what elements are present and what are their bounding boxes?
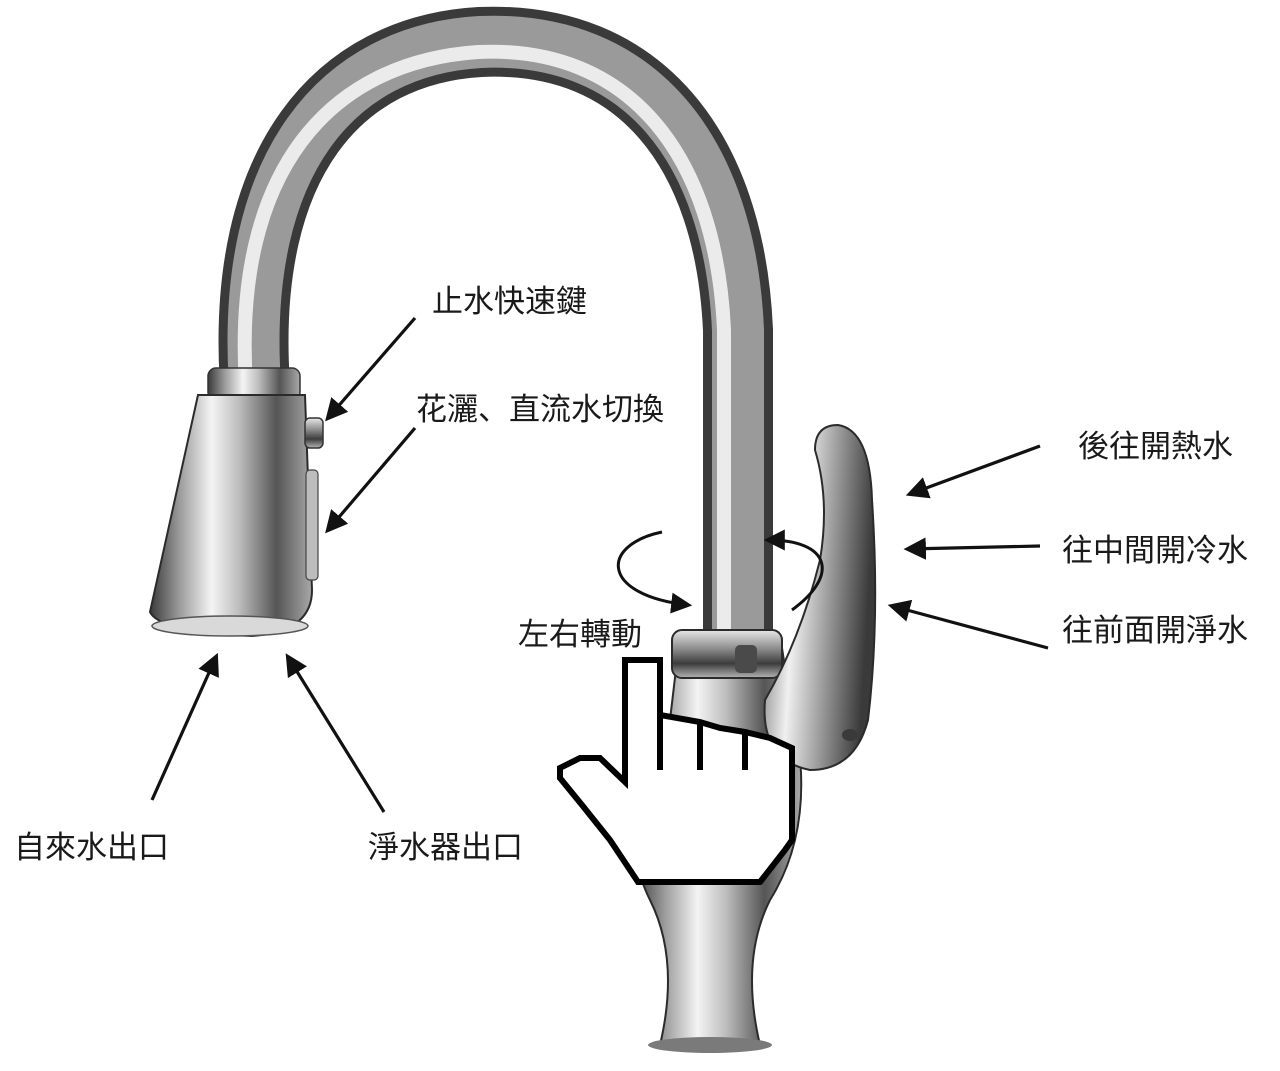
stop-button-part <box>304 417 324 449</box>
label-stop-button: 止水快速鍵 <box>432 284 587 320</box>
arrow-spray-switch <box>325 426 417 534</box>
label-rotate: 左右轉動 <box>518 617 642 653</box>
arrow-tap-outlet <box>150 652 219 801</box>
arrow-cold-water <box>903 537 1041 560</box>
callout-arrows <box>150 316 1049 813</box>
lever-handle <box>763 423 877 772</box>
arrow-hot-water <box>905 444 1041 499</box>
label-tap-outlet: 自來水出口 <box>14 830 169 866</box>
rotate-arrows-icon <box>616 529 824 614</box>
arrow-purified-water <box>887 599 1049 650</box>
label-cold-water: 往中間開冷水 <box>1062 533 1248 569</box>
switch-slider-part <box>305 469 319 581</box>
label-hot-water: 後往開熱水 <box>1078 429 1233 465</box>
hand-pointer-icon <box>557 657 795 885</box>
spray-head <box>148 394 314 638</box>
arrow-filter-outlet <box>285 653 386 813</box>
arrow-stop-button <box>325 316 417 422</box>
faucet-image <box>148 6 877 1053</box>
label-purified-water: 往前面開淨水 <box>1062 613 1248 649</box>
label-filter-outlet: 淨水器出口 <box>368 830 523 866</box>
label-spray-switch: 花灑、直流水切換 <box>416 392 664 428</box>
